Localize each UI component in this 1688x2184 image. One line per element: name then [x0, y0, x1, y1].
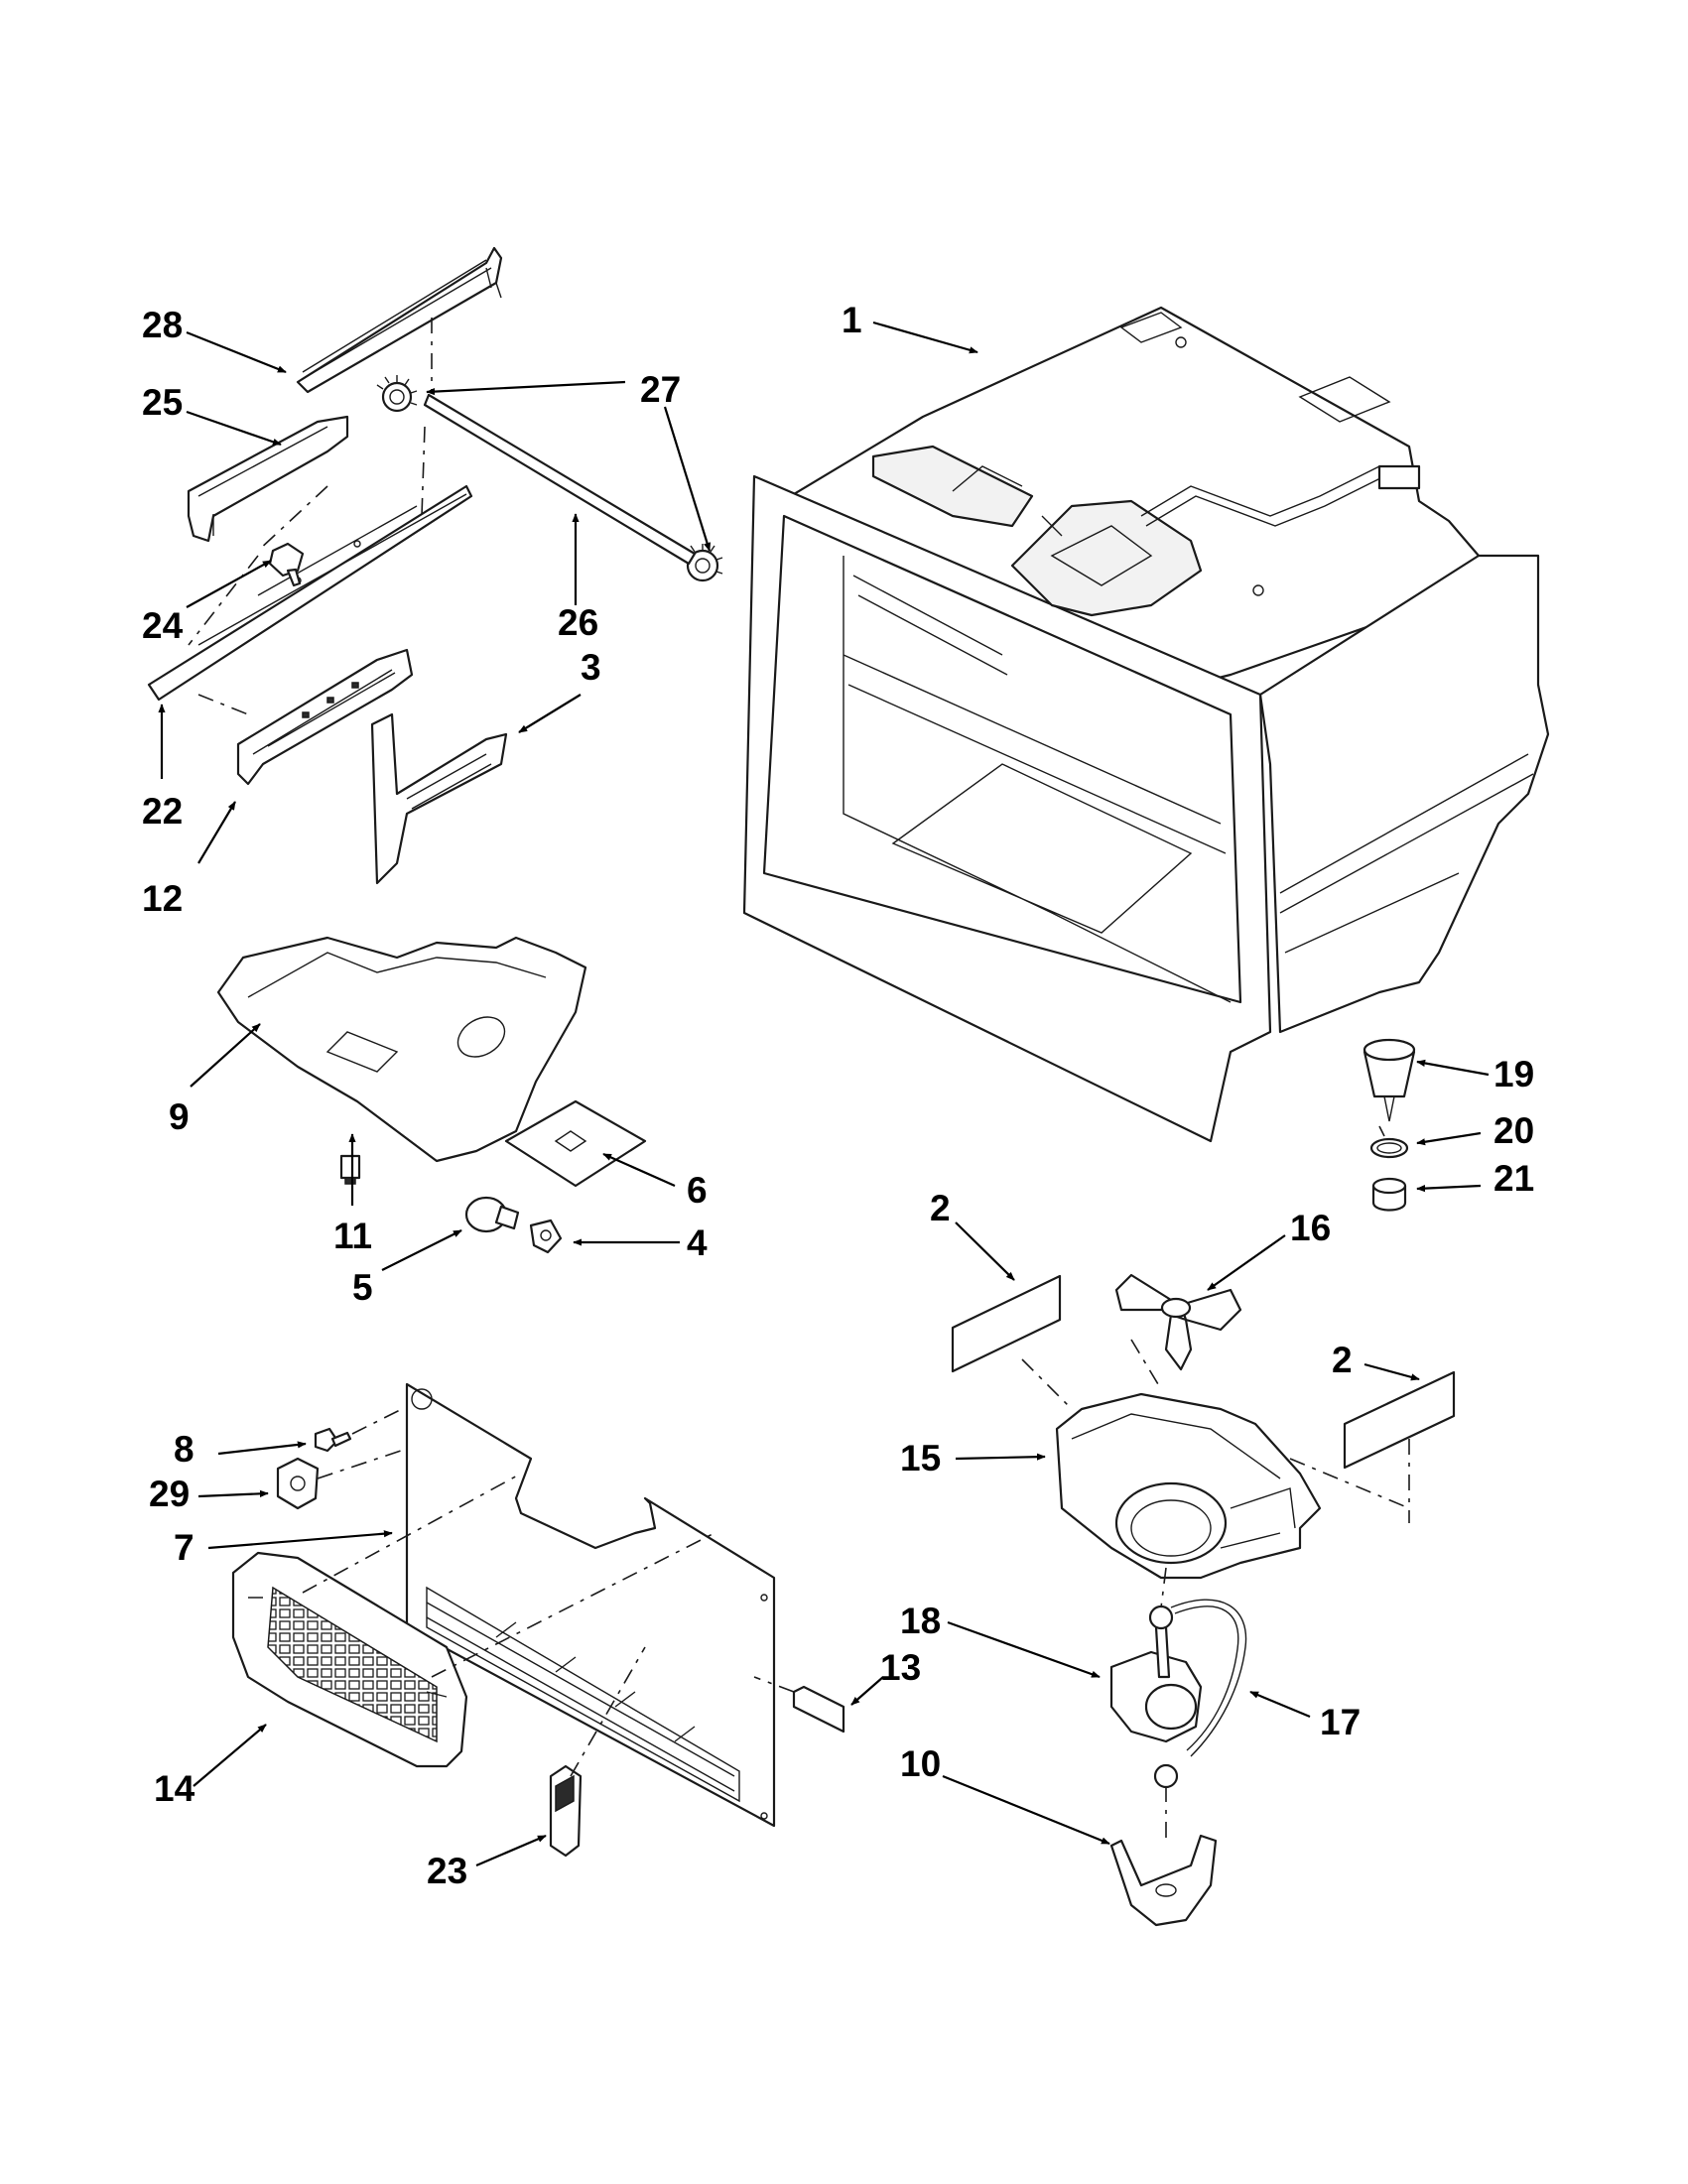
- callout-9: 9: [169, 1096, 190, 1137]
- light-bulb-part: [464, 1196, 520, 1233]
- fan-motor-part: [1109, 1605, 1203, 1789]
- callout-4: 4: [687, 1222, 708, 1263]
- callout-15: 15: [900, 1438, 941, 1478]
- callout-24: 24: [142, 605, 184, 646]
- shaft-part: [423, 393, 697, 566]
- callout-29: 29: [149, 1474, 190, 1514]
- foam-strip-part: [792, 1685, 845, 1734]
- control-housing-part: [216, 936, 587, 1163]
- o-ring-20-part: [1369, 1137, 1409, 1159]
- callout-12: 12: [142, 878, 183, 919]
- socket-part: [529, 1219, 563, 1254]
- callout-18: 18: [900, 1601, 941, 1641]
- pad-left-part: [951, 1274, 1062, 1373]
- callout-6: 6: [687, 1170, 708, 1211]
- wire-harness-part: [1170, 1599, 1247, 1757]
- cup-19-part: [1363, 1038, 1416, 1122]
- callout-23: 23: [427, 1851, 467, 1891]
- screw-8-part: [314, 1427, 352, 1453]
- callout-22: 22: [142, 791, 183, 832]
- callout-10: 10: [900, 1743, 941, 1784]
- leader-lines: [158, 321, 1490, 1867]
- callout-16: 16: [1290, 1208, 1331, 1248]
- rail-upper-part: [296, 246, 503, 394]
- slide-rail-part: [147, 484, 473, 702]
- callout-25: 25: [142, 382, 183, 423]
- gear-upper-part: [376, 375, 418, 413]
- plug-21-part: [1371, 1177, 1407, 1212]
- callout-26: 26: [558, 602, 598, 643]
- callout-27: 27: [640, 369, 681, 410]
- screw-24-part: [268, 542, 305, 587]
- switch-11-part: [339, 1154, 361, 1185]
- callout-labels: 1 28 27 25 26 24 3 22 12 9 6 11 4 5 19 2…: [142, 300, 1534, 1891]
- callout-1: 1: [842, 300, 862, 340]
- freezer-liner-part: [742, 306, 1550, 1143]
- pad-right-part: [1343, 1370, 1456, 1470]
- assembly-lines: [188, 318, 1410, 1846]
- callout-17: 17: [1320, 1702, 1361, 1742]
- insert-sheet-part: [504, 1099, 647, 1188]
- motor-bracket-part: [1109, 1834, 1218, 1927]
- fan-shroud-part: [1055, 1392, 1322, 1580]
- callout-7: 7: [174, 1527, 195, 1568]
- callout-5: 5: [352, 1267, 373, 1308]
- slide-bracket-upper-part: [187, 415, 349, 543]
- callout-2-right: 2: [1332, 1340, 1353, 1380]
- sensor-23-part: [549, 1764, 583, 1858]
- bracket-29-part: [276, 1457, 320, 1510]
- callout-28: 28: [142, 305, 183, 345]
- bracket-3-part: [370, 712, 508, 885]
- callout-14: 14: [154, 1768, 195, 1809]
- callout-21: 21: [1493, 1158, 1534, 1199]
- slide-bracket-lower-part: [236, 648, 414, 786]
- air-grille-part: [231, 1551, 468, 1768]
- fan-blade-part: [1114, 1273, 1242, 1371]
- callout-2-left: 2: [930, 1188, 951, 1228]
- cover-panel-part: [405, 1382, 776, 1828]
- callout-11: 11: [333, 1216, 372, 1256]
- callout-13: 13: [880, 1647, 921, 1688]
- callout-19: 19: [1493, 1054, 1534, 1094]
- callout-20: 20: [1493, 1110, 1534, 1151]
- callout-3: 3: [581, 647, 601, 688]
- callout-8: 8: [174, 1429, 195, 1470]
